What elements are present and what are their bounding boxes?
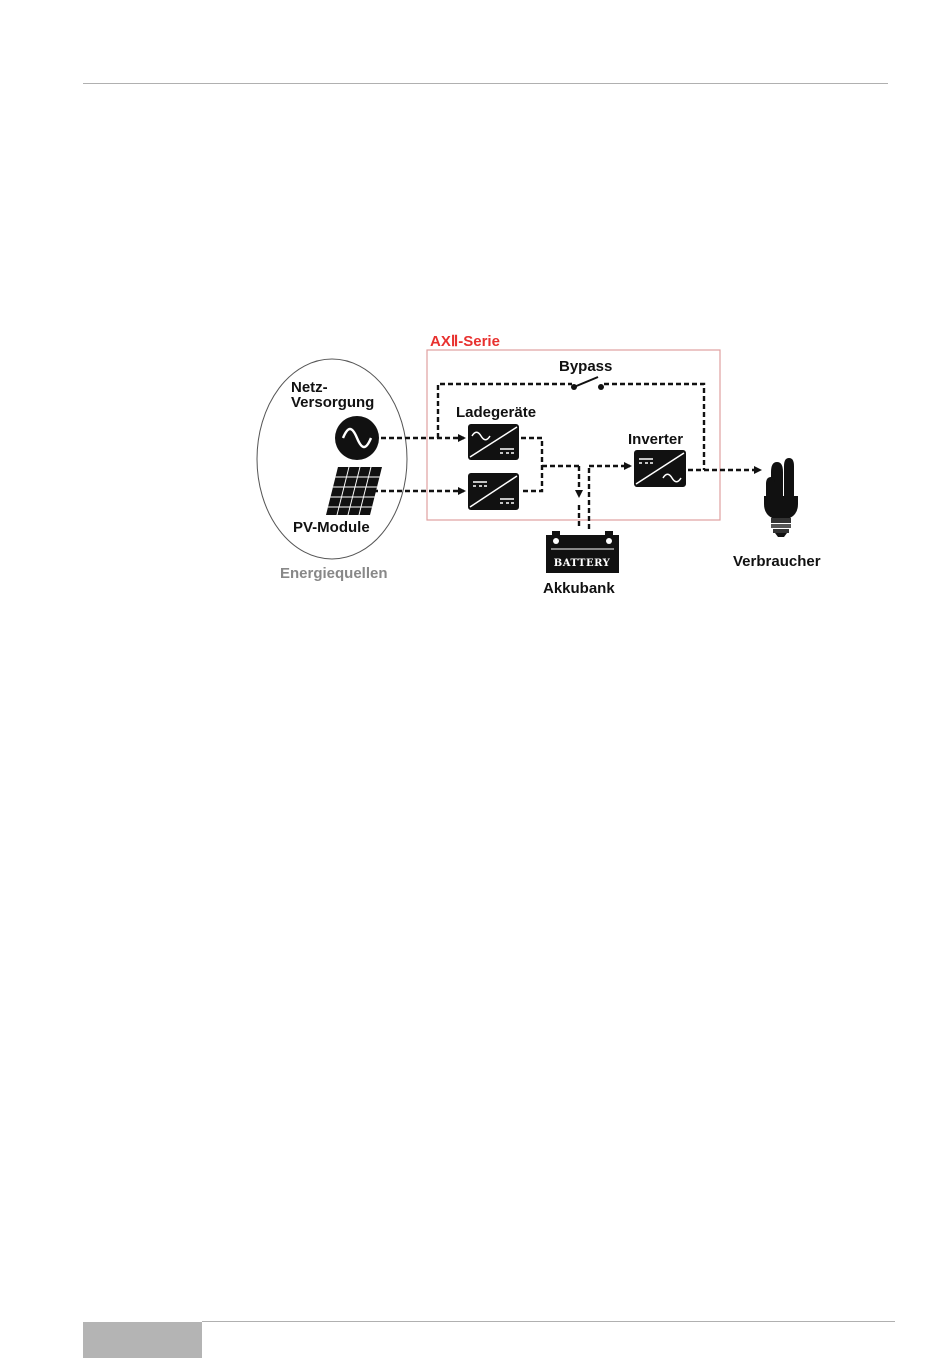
- series-label: AXⅡ-Serie: [430, 333, 500, 350]
- switch-icon: [571, 377, 604, 390]
- pv-label: PV-Module: [293, 519, 370, 536]
- ac-sine-icon: [335, 416, 379, 460]
- charger-icon: [468, 473, 519, 510]
- battery-icon: BATTERY: [546, 531, 619, 573]
- inverter-icon: [634, 450, 686, 487]
- inverter-label: Inverter: [628, 431, 683, 448]
- battery-text: BATTERY: [554, 558, 611, 569]
- charger-icon: [468, 424, 519, 460]
- battery-label: Akkubank: [543, 580, 615, 597]
- bypass-label: Bypass: [559, 358, 612, 375]
- sources-label: Energiequellen: [280, 565, 388, 582]
- load-label: Verbraucher: [733, 553, 821, 570]
- light-bulb-icon: [764, 458, 798, 537]
- flow-charger1-out: [521, 438, 542, 491]
- grid-label-line2: Versorgung: [291, 394, 374, 411]
- charger-label: Ladegeräte: [456, 404, 536, 421]
